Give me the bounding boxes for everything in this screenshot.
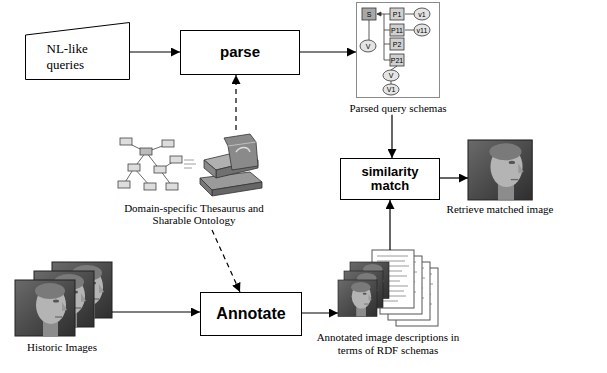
dashed-arrow — [235, 75, 236, 130]
flow-arrow — [130, 51, 180, 52]
box-label: Annotate — [216, 305, 285, 323]
caption: Retrieve matched image — [440, 203, 560, 216]
process-box: parse — [180, 30, 300, 75]
ontology-graph — [118, 138, 182, 190]
caption: Annotated image descriptions in terms of… — [314, 331, 462, 356]
schema-label: S — [362, 8, 376, 20]
image-picture: Retrieve matched image — [468, 140, 532, 200]
schema-label: V1 — [383, 84, 399, 95]
schema-graph — [360, 8, 430, 95]
historic-photos — [15, 262, 112, 336]
rdf-documents — [338, 250, 438, 326]
schema-label: P1 — [390, 8, 404, 20]
caption: Domain-specific Thesaurus and Sharable O… — [110, 202, 278, 227]
flow-arrow — [440, 177, 468, 178]
manual-input-shape — [26, 23, 130, 80]
schema-label: P2 — [390, 38, 404, 50]
schema-label: v11 — [414, 24, 430, 36]
caption: Parsed query schemas — [333, 102, 463, 115]
input-label: NL-like queries — [47, 41, 109, 74]
flow-arrow — [300, 51, 356, 52]
flow-arrow — [389, 200, 390, 250]
caption: Historic Images — [7, 341, 117, 354]
process-box: Annotate — [200, 292, 302, 336]
document-picture: Annotated image descriptions in terms of… — [338, 250, 438, 328]
dashed-arrow — [212, 230, 240, 292]
schema-label: V — [383, 70, 399, 81]
schema-label: P11 — [390, 24, 404, 36]
retrieved-photo — [468, 140, 532, 200]
image-picture: Historic Images — [12, 262, 112, 338]
ontology-panel: Domain-specific Thesaurus and Sharable O… — [108, 130, 280, 230]
box-label: parse — [220, 44, 260, 61]
manual-input: NL-like queries — [25, 22, 130, 80]
flow-arrow — [112, 311, 200, 312]
flow-arrow — [302, 312, 338, 313]
schema-label: P21 — [390, 54, 404, 66]
book-stack — [184, 134, 262, 196]
box-label: similarity match — [350, 165, 430, 194]
schema-label: V — [360, 40, 376, 52]
process-box: similarity match — [340, 158, 440, 200]
flow-arrow — [391, 115, 392, 158]
schema-label: v1 — [414, 8, 430, 20]
